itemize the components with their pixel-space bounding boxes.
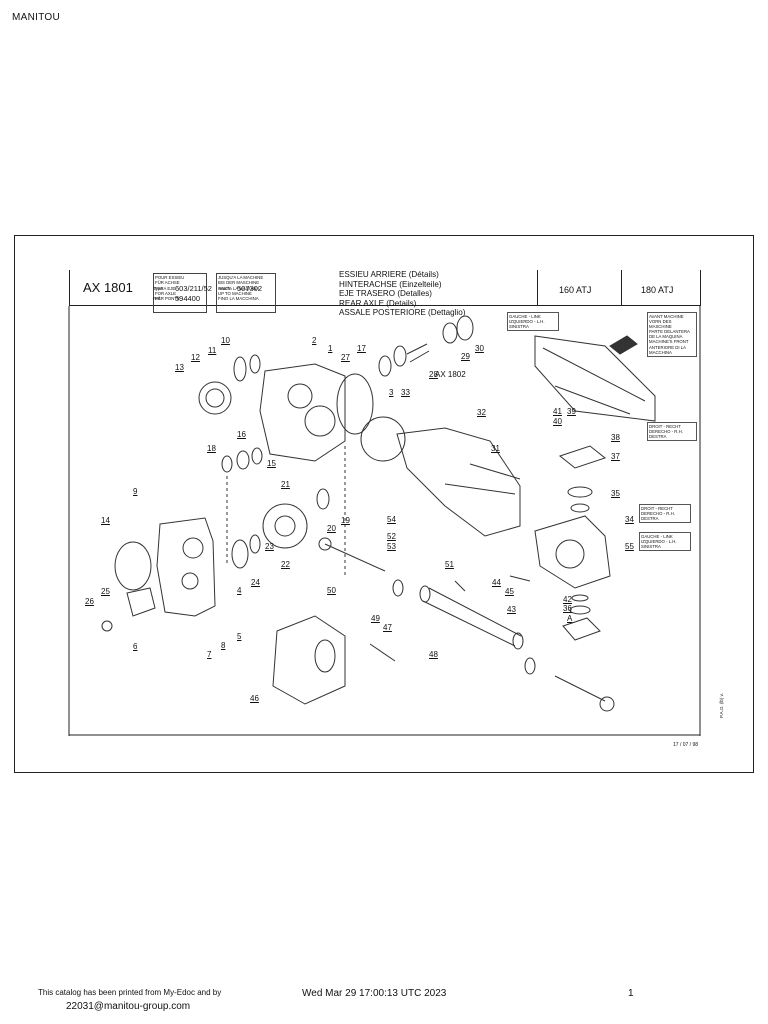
- part-callout: 22: [281, 560, 290, 569]
- part-callout: 48: [429, 650, 438, 659]
- ref-code: 594400: [175, 294, 201, 303]
- drawing-frame: [68, 306, 701, 736]
- part-callout: 41: [553, 407, 562, 416]
- drawing-id: P.A.O. (lb) v.: [719, 693, 724, 718]
- part-callout: 43: [507, 605, 516, 614]
- part-callout: 4: [237, 586, 242, 595]
- part-callout: 10: [221, 336, 230, 345]
- title-fr: ESSIEU ARRIERE (Détails): [339, 270, 439, 279]
- print-line: This catalog has been printed from My-Ed…: [38, 988, 222, 997]
- print-date: Wed Mar 29 17:00:13 UTC 2023: [302, 988, 447, 999]
- variant-180-atj: 180 ATJ: [641, 285, 674, 295]
- part-callout: 39: [567, 407, 576, 416]
- cross-reference: AX 1802: [435, 370, 466, 379]
- brand-header: MANITOU: [12, 12, 61, 23]
- variant-160-atj: 160 ATJ: [559, 285, 592, 295]
- part-callout: 14: [101, 516, 110, 525]
- part-callout: 26: [85, 597, 94, 606]
- part-callout: 38: [611, 433, 620, 442]
- part-callout: 13: [175, 363, 184, 372]
- part-callout: 17: [357, 344, 366, 353]
- part-callout: 21: [281, 480, 290, 489]
- part-callout: 55: [625, 542, 634, 551]
- part-callout: 7: [207, 650, 212, 659]
- part-callout: 5: [237, 632, 242, 641]
- part-callout: 44: [492, 578, 501, 587]
- diagram-titles: ESSIEU ARRIERE (Détails) HINTERACHSE (Ei…: [339, 270, 465, 318]
- part-callout: 53: [387, 542, 396, 551]
- title-de: HINTERACHSE (Einzelteile): [339, 279, 442, 289]
- sheet-code: AX 1801: [83, 280, 133, 295]
- part-callout: 2: [312, 336, 317, 345]
- machine-number: 507302: [237, 284, 263, 293]
- part-callout: 45: [505, 587, 514, 596]
- part-callout: 15: [267, 459, 276, 468]
- part-callout: 50: [327, 586, 336, 595]
- part-callout: 30: [475, 344, 484, 353]
- title-it: ASSALE POSTERIORE (Dettaglio): [339, 308, 466, 317]
- part-callout: 51: [445, 560, 454, 569]
- part-callout: 29: [461, 352, 470, 361]
- part-callout: 46: [250, 694, 259, 703]
- machine-range-box: JUSQU'A LA MACHINE BIS DER MASCHINE HAST…: [216, 273, 276, 313]
- page-number: 1: [628, 988, 634, 999]
- parts-diagram-sheet: AX 1801 POUR ESSIEU FÜR ACHSE PARA EJE F…: [14, 235, 754, 773]
- part-callout: 23: [265, 542, 274, 551]
- title-en: REAR AXLE (Details): [339, 298, 417, 308]
- part-callout: 1: [328, 344, 333, 353]
- part-callout: 40: [553, 417, 562, 426]
- part-callout: A: [567, 614, 573, 623]
- axle-type-box: POUR ESSIEU FÜR ACHSE PARA EJE FOR AXLE …: [153, 273, 207, 313]
- part-callout: 8: [221, 641, 226, 650]
- part-callout: 52: [387, 532, 396, 541]
- part-callout: 35: [611, 489, 620, 498]
- title-block: AX 1801 POUR ESSIEU FÜR ACHSE PARA EJE F…: [69, 270, 701, 317]
- drawing-date: 17 / 07 / 98: [673, 742, 699, 748]
- part-callout: 25: [101, 587, 110, 596]
- part-callout: 36: [563, 604, 572, 613]
- part-callout: 27: [341, 353, 350, 362]
- part-callout: 18: [207, 444, 216, 453]
- part-callout: 20: [327, 524, 336, 533]
- part-callout: 34: [625, 515, 634, 524]
- part-callout: 47: [383, 623, 392, 632]
- printer-email: 22031@manitou-group.com: [66, 1001, 191, 1012]
- part-callout: 28: [429, 370, 438, 379]
- part-callout: 6: [133, 642, 138, 651]
- print-notice: This catalog has been printed from My-Ed…: [38, 986, 221, 1014]
- part-callout: 19: [341, 516, 350, 525]
- part-callout: 16: [237, 430, 246, 439]
- part-callout: 11: [208, 346, 217, 355]
- part-callout: 54: [387, 515, 396, 524]
- part-callout: 33: [401, 388, 410, 397]
- exploded-view-drawing: [101, 315, 656, 712]
- part-callout: 49: [371, 614, 380, 623]
- part-callout: 37: [611, 452, 620, 461]
- part-callout: 32: [477, 408, 486, 417]
- part-callout: 24: [251, 578, 260, 587]
- ref-label: Ref.: [153, 296, 162, 301]
- part-callout: 12: [191, 353, 200, 362]
- type-label: Type: [153, 286, 163, 291]
- type-code: 603/211/52: [175, 284, 212, 293]
- machine-label: Mach.: [219, 286, 232, 291]
- part-callout: 31: [491, 444, 500, 453]
- title-es: EJE TRASERO (Detalles): [339, 289, 432, 298]
- part-callout: 3: [389, 388, 394, 397]
- part-callout: 9: [133, 487, 138, 496]
- part-callout: 42: [563, 595, 572, 604]
